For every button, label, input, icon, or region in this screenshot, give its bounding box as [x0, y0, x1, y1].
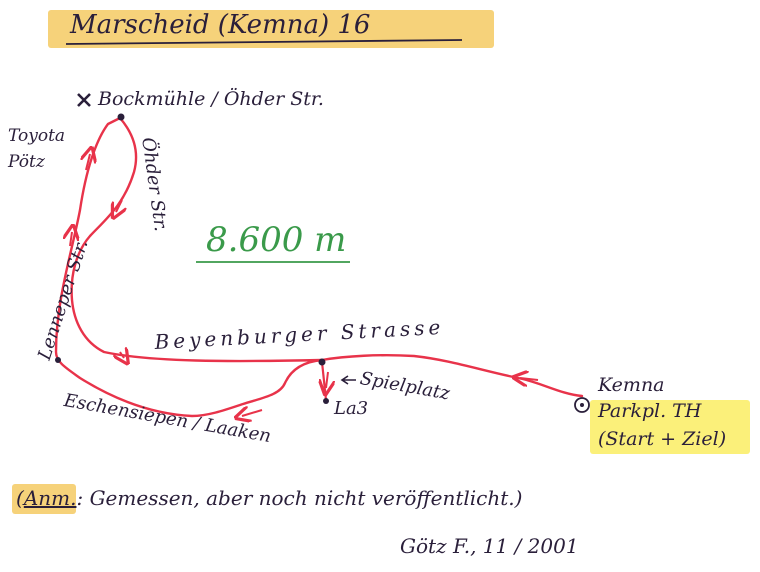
- signature: Götz F., 11 / 2001: [400, 534, 579, 558]
- note-line: (Anm.: Gemessen, aber noch nicht veröffe…: [16, 486, 522, 510]
- spielplatz-pointer: [340, 375, 356, 385]
- junction-la3: [323, 398, 329, 404]
- note-highlight: [12, 484, 76, 514]
- cross-marker-icon: [77, 93, 91, 107]
- label-kemna: Kemna: [598, 374, 665, 396]
- distance-label: 8.600 m: [206, 220, 347, 260]
- junction-bockmuehle: [117, 113, 125, 121]
- label-poetz: Pötz: [8, 152, 45, 172]
- note-open-paren: (: [16, 486, 24, 510]
- start-marker-icon: [574, 397, 590, 413]
- label-parkplatz: Parkpl. TH: [598, 400, 702, 422]
- label-bockmuehle: Bockmühle / Öhder Str.: [98, 88, 324, 110]
- junction-lenneper: [55, 357, 61, 363]
- title-underline: [65, 39, 463, 45]
- branch-spielplatz: [320, 361, 328, 401]
- note-text: : Gemessen, aber noch nicht veröffentlic…: [76, 486, 523, 510]
- note-prefix: Anm.: [23, 486, 77, 510]
- junction-beyenburger: [318, 358, 326, 366]
- route-line: [54, 116, 584, 418]
- map-title: Marscheid (Kemna) 16: [70, 10, 371, 40]
- label-la3: La3: [334, 398, 369, 419]
- label-start-ziel: (Start + Ziel): [598, 428, 727, 450]
- start-highlight: [590, 400, 750, 454]
- label-toyota: Toyota: [8, 126, 66, 146]
